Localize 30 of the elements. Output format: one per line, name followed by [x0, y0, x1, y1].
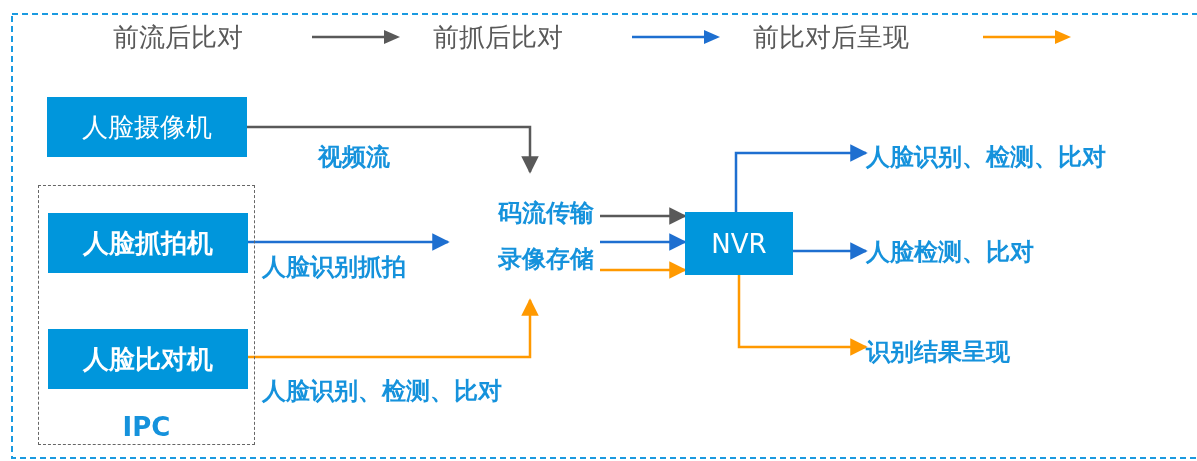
device-label: NVR — [711, 228, 767, 259]
device-label: 人脸比对机 — [83, 342, 213, 376]
arrow — [793, 242, 868, 260]
group-box — [38, 185, 255, 445]
arrow — [600, 207, 687, 225]
edge-label: 人脸识别抓拍 — [260, 251, 408, 283]
device-box — [47, 97, 247, 157]
step-label: 人脸检测、比对 — [866, 237, 1034, 268]
edge-label: 人脸识别、检测、比对 — [260, 375, 504, 407]
device-label: 人脸摄像机 — [82, 110, 212, 144]
arrow — [600, 233, 687, 251]
legend-label: 前比对后呈现 — [753, 21, 909, 54]
step-label: 识别结果呈现 — [866, 337, 1010, 368]
arrow — [247, 298, 539, 359]
arrow — [247, 125, 539, 174]
arrow — [600, 261, 687, 279]
step-label: 人脸识别、检测、比对 — [866, 142, 1106, 173]
group-label: IPC — [122, 412, 171, 442]
edge-label: 视频流 — [316, 141, 392, 173]
step-label: 录像存储 — [498, 244, 594, 275]
device-box — [48, 213, 248, 273]
arrow — [734, 144, 868, 212]
legend-label: 前抓后比对 — [433, 21, 563, 54]
device-box — [48, 329, 248, 389]
device-box — [685, 212, 793, 275]
step-label: 码流传输 — [498, 198, 594, 229]
arrow — [737, 275, 868, 356]
device-label: 人脸抓拍机 — [83, 226, 213, 260]
arrow — [247, 233, 450, 251]
legend-label: 前流后比对 — [113, 21, 243, 54]
